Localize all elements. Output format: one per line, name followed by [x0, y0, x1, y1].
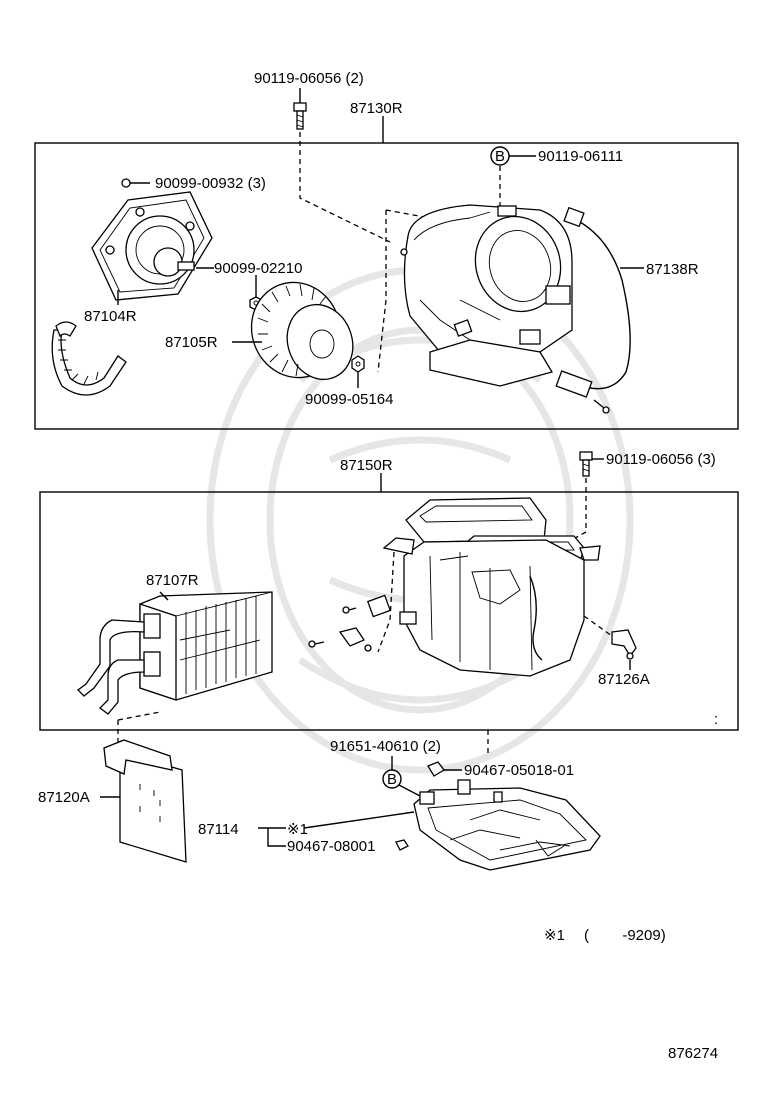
drain-hose-icon: [51, 321, 127, 396]
clip-icon: [395, 839, 409, 851]
bracket-icon: [611, 629, 637, 660]
label-90099-02210: 90099-02210: [214, 260, 302, 277]
label-87105R: 87105R: [165, 334, 218, 351]
diagram-number: 876274: [668, 1045, 718, 1062]
label-90119-06111: 90119-06111: [538, 148, 623, 165]
label-87126A: 87126A: [598, 671, 650, 688]
clip-icon: [308, 594, 392, 652]
label-87114: 87114: [198, 821, 239, 838]
label-87138R: 87138R: [646, 261, 699, 278]
label-90099-00932: 90099-00932 (3): [155, 175, 266, 192]
bolt-icon: [579, 451, 593, 477]
label-87150R: 87150R: [340, 457, 393, 474]
heater-unit-box: [39, 491, 739, 731]
blower-case-icon: [400, 204, 573, 387]
heater-radiator-icon: [77, 591, 273, 715]
blower-assembly-box: [34, 142, 739, 430]
blower-fan-icon: [250, 281, 354, 380]
heater-case-icon: [382, 497, 601, 677]
label-90467-05018-01: 90467-05018-01: [464, 762, 574, 779]
label-90467-08001: 90467-08001: [287, 838, 375, 855]
label-note-ref: ※1: [287, 821, 308, 838]
b-marker-label: B: [387, 771, 397, 788]
footnote-marker: ※1: [544, 927, 565, 944]
label-91651-40610: 91651-40610 (2): [330, 738, 441, 755]
wire-harness-icon: [555, 206, 631, 414]
bolt-icon: [293, 102, 307, 130]
cover-plate-icon: [103, 739, 187, 863]
b-marker: B: [382, 769, 402, 789]
label-87104R: 87104R: [84, 308, 137, 325]
screw-icon: [121, 178, 150, 188]
label-90119-06056-3: 90119-06056 (3): [606, 451, 716, 468]
label-90119-06056-2: 90119-06056 (2): [254, 70, 364, 87]
label-87107R: 87107R: [146, 572, 199, 589]
b-marker-label: B: [495, 148, 505, 165]
b-marker: B: [490, 146, 510, 166]
nut-icon: [351, 355, 365, 373]
clip-icon: [427, 761, 445, 777]
mark-colon: :: [714, 711, 718, 728]
footnote-range: ( -9209): [584, 927, 666, 944]
label-90099-05164: 90099-05164: [305, 391, 393, 408]
label-87130R: 87130R: [350, 100, 403, 117]
label-87120A: 87120A: [38, 789, 90, 806]
lower-cover-icon: [413, 779, 601, 871]
blower-motor-icon: [91, 191, 213, 301]
